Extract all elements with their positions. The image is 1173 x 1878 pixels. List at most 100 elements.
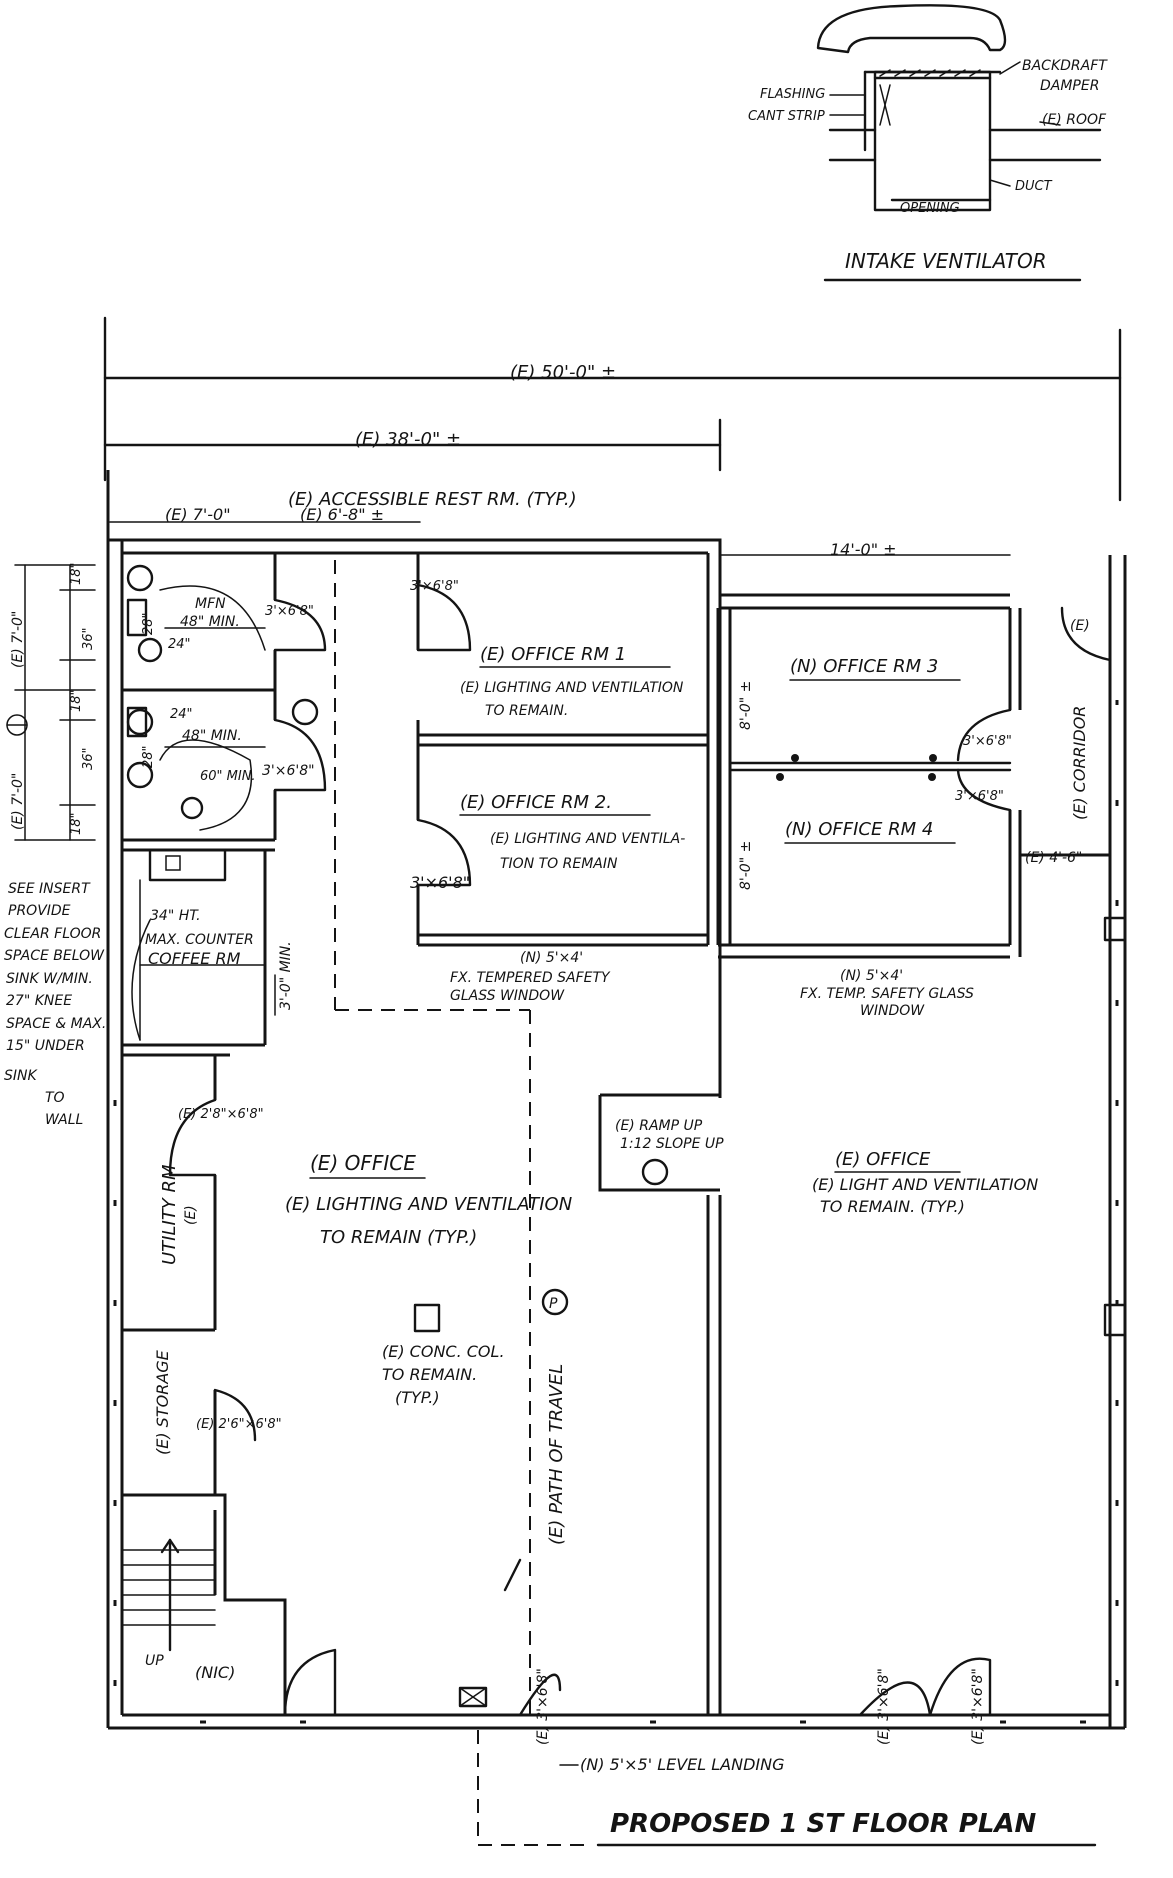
coffee-room-fixtures: 34" HT. MAX. COUNTER COFFEE RM 3'-0" MIN… — [131, 848, 294, 1041]
path-of-travel-label: (E) PATH OF TRAVEL — [546, 1364, 567, 1545]
office1-note-2: TO REMAIN. — [485, 703, 568, 719]
detail-title: INTAKE VENTILATOR — [845, 249, 1047, 273]
door-7-label: (E) 2'8"×6'8" — [178, 1107, 264, 1122]
window-right-note-2: FX. TEMP. SAFETY GLASS — [800, 986, 974, 1002]
dim-28-b: 28" — [141, 745, 156, 768]
door-5-label: 3'×6'8" — [963, 734, 1012, 749]
sink-note-line-11: WALL — [45, 1112, 83, 1128]
restroom-inner-dim: (E) 6'-8" ± — [300, 505, 384, 524]
column-note-2: TO REMAIN. — [382, 1365, 477, 1384]
main-office-note: (E) LIGHTING AND VENTILATION — [285, 1194, 572, 1215]
sink-note-line-9: SINK — [4, 1068, 38, 1084]
sink-note-line-7: SPACE & MAX. — [6, 1016, 106, 1032]
corridor-label: (E) CORRIDOR — [1070, 706, 1089, 820]
sink-note: SEE INSERT PROVIDE CLEAR FLOOR SPACE BEL… — [4, 881, 106, 1128]
office3-label: (N) OFFICE RM 3 — [790, 656, 938, 677]
marker-p: P — [549, 1296, 558, 1312]
column-note-3: (TYP.) — [395, 1388, 440, 1407]
stair: UP — [121, 1538, 216, 1669]
main-office-label: (E) OFFICE — [310, 1151, 416, 1175]
roof-label: (E) ROOF — [1042, 112, 1107, 128]
min48-a: 48" MIN. — [180, 614, 240, 630]
nic-label: (NIC) — [195, 1663, 235, 1682]
sink-note-line-8: 15" UNDER — [6, 1038, 85, 1054]
doors: 3'×6'8" 3'×6'8" 3'×6'8" 3'×6'8" 3'×6'8" … — [168, 579, 1112, 1745]
window-right-note-3: WINDOW — [860, 1003, 925, 1019]
left-dimensions: (E) 7'-0" (E) 7'-0" 18" 36" 18" 36" 18" — [6, 562, 96, 841]
landing-note: (N) 5'×5' LEVEL LANDING — [580, 1755, 785, 1774]
flashing-label: FLASHING — [760, 87, 825, 102]
sink-note-line-3: CLEAR FLOOR — [4, 926, 101, 942]
ramp-note-2: 1:12 SLOPE UP — [620, 1136, 724, 1152]
offices-right-dim: 14'-0" ± — [830, 540, 897, 559]
utility-room-label: UTILITY RM — [159, 1164, 180, 1265]
dim-18-b: 18" — [69, 689, 84, 712]
sink-note-line-4: SPACE BELOW — [4, 948, 105, 964]
restroom-width-dim: (E) 7'-0" — [165, 505, 231, 524]
utility-room-e: (E) — [183, 1205, 199, 1225]
rm4-height-dim: 8'-0" ± — [738, 841, 754, 890]
dim-18-c: 18" — [69, 812, 84, 835]
overall-dimensions: (E) 50'-0" ± (E) 38'-0" ± (E) 7'-0" (E) … — [103, 316, 1122, 559]
office1-note: (E) LIGHTING AND VENTILATION — [460, 680, 684, 696]
min48-b: 48" MIN. — [182, 728, 242, 744]
intake-ventilator-detail: BACKDRAFT DAMPER (E) ROOF FLASHING CANT … — [748, 4, 1108, 282]
overall-width-dim: (E) 50'-0" ± — [510, 362, 616, 383]
right-office-note-2: TO REMAIN. (TYP.) — [820, 1197, 965, 1216]
window-left-note-2: FX. TEMPERED SAFETY — [450, 970, 611, 986]
door-10-label: (E) 3'×6'8" — [876, 1668, 892, 1745]
dim-18-a: 18" — [69, 562, 84, 585]
door-3-label: 3'×6'8" — [410, 579, 459, 594]
right-office-label: (E) OFFICE — [835, 1149, 931, 1170]
column-note: (E) CONC. COL. — [382, 1342, 505, 1361]
dim-36-b: 36" — [81, 747, 96, 770]
dim-24-b: 24" — [170, 707, 193, 722]
building-walls — [106, 470, 1127, 1730]
door-9-label: (E) 3'×6'8" — [535, 1668, 551, 1745]
door-6-label: 3'×6'8" — [955, 789, 1004, 804]
dim-28-a: 28" — [141, 612, 156, 635]
damper-label: DAMPER — [1040, 78, 1099, 94]
partial-width-dim: (E) 38'-0" ± — [355, 429, 461, 450]
office2-note: (E) LIGHTING AND VENTILA- — [490, 831, 685, 847]
dim-24-a: 24" — [168, 637, 191, 652]
plan-title: PROPOSED 1 ST FLOOR PLAN — [610, 1809, 1037, 1839]
right-office-note: (E) LIGHT AND VENTILATION — [812, 1175, 1038, 1194]
door-2-label: 3'×6'8" — [262, 763, 315, 779]
stair-up-label: UP — [145, 1653, 164, 1669]
sink-note-line-6: 27" KNEE — [6, 993, 72, 1009]
window-left-note-3: GLASS WINDOW — [450, 988, 565, 1004]
path-of-travel — [334, 560, 590, 1846]
backdraft-label: BACKDRAFT — [1022, 58, 1108, 74]
door-11-label: (E) 3'×6'8" — [970, 1668, 986, 1745]
sink-note-line-5: SINK W/MIN. — [6, 971, 93, 987]
sink-note-line-10: TO — [45, 1090, 65, 1106]
opening-label: OPENING — [900, 201, 960, 216]
sink-note-line-1: SEE INSERT — [8, 881, 91, 897]
electrical-panel-symbol — [458, 1686, 488, 1708]
door-12-label: (E) — [1070, 618, 1090, 634]
door-4-label: 3'×6'8" — [410, 873, 470, 892]
masonry-hatch — [113, 700, 1119, 1724]
dim-60: 60" MIN. — [200, 769, 256, 784]
counter-label-2: MAX. COUNTER — [145, 932, 254, 948]
room-labels: (E) OFFICE RM 1 (E) LIGHTING AND VENTILA… — [153, 644, 1089, 1774]
rm3-height-dim: 8'-0" ± — [738, 681, 754, 730]
concrete-column-symbol — [413, 1303, 441, 1333]
door-8-label: (E) 2'6"×6'8" — [196, 1417, 282, 1432]
restroom-fixtures: MFN 48" MIN. 48" MIN. 24" 24" 28" 28" 60… — [126, 564, 319, 831]
cant-strip-label: CANT STRIP — [748, 109, 825, 124]
corridor-width-dim: (E) 4'-6" — [1025, 850, 1082, 866]
office1-label: (E) OFFICE RM 1 — [480, 644, 626, 665]
office2-label: (E) OFFICE RM 2. — [460, 792, 612, 813]
left-lower-dim: (E) 7'-0" — [10, 773, 26, 830]
restroom-label: (E) ACCESSIBLE REST RM. (TYP.) — [288, 489, 577, 510]
ramp-note: (E) RAMP UP — [615, 1118, 703, 1134]
dim-36-a: 36" — [81, 627, 96, 650]
door-1-label: 3'×6'8" — [265, 604, 314, 619]
hinge-marks — [776, 754, 937, 781]
coffee-room-label: COFFEE RM — [148, 949, 241, 968]
storage-label: (E) STORAGE — [153, 1349, 172, 1455]
